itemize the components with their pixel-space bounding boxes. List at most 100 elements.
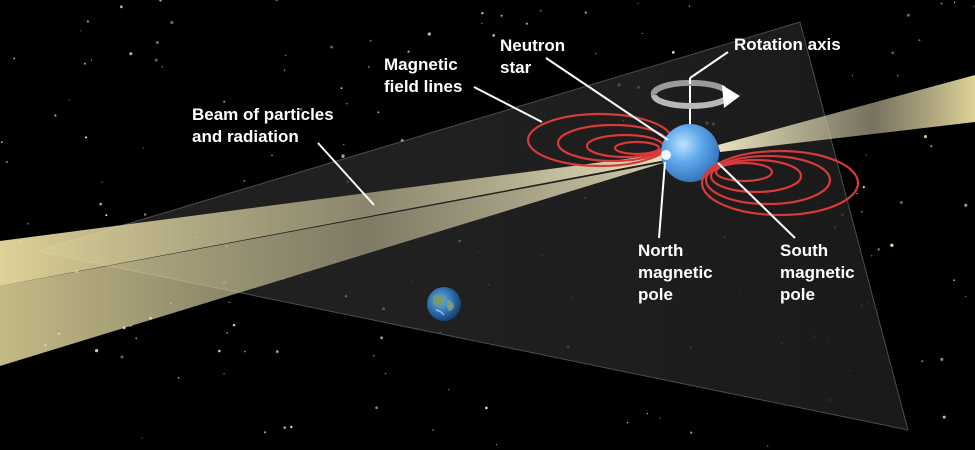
background-star: [105, 214, 108, 217]
background-star: [94, 348, 99, 353]
leader-lines: [317, 57, 796, 239]
background-star: [877, 248, 880, 251]
earth-icon: [427, 287, 461, 321]
background-star: [896, 74, 899, 77]
label-line: Magnetic: [384, 55, 458, 74]
background-star: [283, 69, 286, 71]
background-star: [890, 243, 894, 247]
background-star: [940, 2, 943, 5]
background-star: [448, 388, 450, 391]
label-neutron-star: Neutron star: [500, 35, 565, 79]
background-star: [80, 30, 82, 32]
background-star: [264, 431, 267, 434]
background-star: [525, 22, 528, 25]
background-star: [345, 102, 348, 105]
label-line: Beam of particles: [192, 105, 334, 124]
background-star: [906, 13, 910, 17]
background-star: [637, 2, 639, 5]
background-star: [688, 5, 691, 7]
background-star: [964, 203, 968, 207]
background-star: [330, 45, 333, 49]
background-star: [485, 406, 488, 410]
background-star: [0, 141, 3, 143]
background-star: [432, 429, 434, 431]
background-star: [646, 412, 649, 415]
background-star: [492, 33, 496, 37]
background-star: [99, 202, 103, 206]
background-star: [5, 160, 8, 164]
background-star: [54, 114, 57, 117]
label-south-pole: South magnetic pole: [780, 240, 855, 306]
background-star: [973, 5, 975, 7]
background-star: [141, 437, 143, 439]
background-star: [85, 136, 88, 139]
background-star: [375, 406, 378, 410]
background-star: [83, 62, 86, 65]
background-star: [129, 52, 133, 56]
background-star: [899, 200, 903, 205]
background-star: [232, 323, 236, 327]
label-line: field lines: [384, 77, 463, 96]
background-star: [507, 99, 510, 102]
background-star: [27, 222, 30, 225]
background-star: [228, 301, 230, 304]
background-star: [862, 186, 865, 189]
background-star: [891, 51, 895, 55]
background-star: [284, 54, 287, 57]
background-star: [671, 51, 675, 54]
background-star: [852, 74, 853, 76]
background-star: [594, 52, 597, 55]
label-line: magnetic: [780, 263, 855, 282]
background-star: [271, 154, 273, 157]
background-star: [119, 5, 123, 9]
background-star: [283, 426, 287, 430]
background-star: [68, 99, 71, 101]
background-star: [480, 22, 483, 25]
background-star: [871, 255, 873, 257]
background-star: [940, 357, 944, 362]
label-line: star: [500, 58, 532, 77]
background-star: [767, 445, 769, 447]
background-star: [923, 135, 928, 139]
label-line: pole: [780, 285, 815, 304]
rotation-arrow-icon: [722, 85, 740, 108]
background-star: [407, 50, 410, 53]
background-star: [584, 11, 588, 14]
background-star: [369, 39, 372, 42]
background-star: [159, 0, 162, 2]
magnetic-field-lines-front: [700, 149, 860, 217]
background-star: [101, 181, 103, 183]
background-star: [380, 336, 384, 340]
background-star: [244, 350, 246, 353]
label-rotation-axis: Rotation axis: [734, 34, 841, 56]
label-north-pole: North magnetic pole: [638, 240, 713, 306]
background-star: [861, 211, 863, 213]
label-line: and radiation: [192, 127, 299, 146]
label-line: pole: [638, 285, 673, 304]
background-star: [918, 39, 921, 42]
background-star: [142, 147, 145, 149]
background-star: [341, 154, 345, 158]
label-beam: Beam of particles and radiation: [192, 104, 334, 148]
background-star: [539, 9, 542, 12]
background-star: [276, 350, 279, 353]
background-star: [427, 32, 431, 36]
beam-left-lower: [0, 162, 666, 366]
background-star: [942, 415, 946, 419]
background-star: [243, 179, 246, 183]
background-star: [340, 87, 343, 90]
north-pole-glow: [661, 150, 671, 160]
background-star: [135, 337, 138, 340]
background-star: [384, 372, 387, 375]
background-star: [481, 12, 484, 15]
label-magnetic-field-lines: Magnetic field lines: [384, 54, 462, 98]
background-star: [223, 373, 225, 375]
background-star: [343, 143, 345, 146]
background-star: [217, 349, 221, 353]
background-star: [641, 32, 643, 35]
background-star: [161, 66, 163, 68]
background-star: [143, 213, 147, 216]
label-line: North: [638, 241, 684, 260]
background-star: [223, 100, 226, 103]
